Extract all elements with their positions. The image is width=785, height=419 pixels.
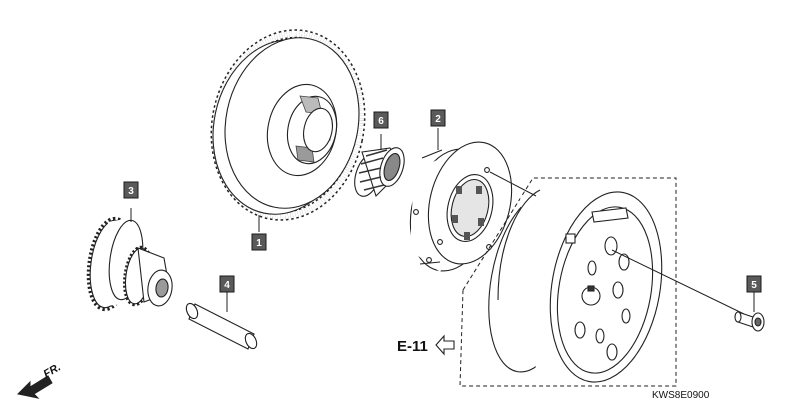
starter-reduction-gear bbox=[86, 208, 173, 312]
callout-5: 5 bbox=[746, 275, 762, 293]
starter-driven-gear bbox=[210, 29, 366, 232]
left-outline-arrow-icon bbox=[435, 334, 455, 356]
flywheel-bolt bbox=[734, 292, 765, 332]
callout-5-label: 5 bbox=[751, 280, 757, 291]
reference-callout: E-11 bbox=[397, 334, 455, 356]
drawing-code: KWS8E0900 bbox=[652, 390, 710, 401]
callout-3-label: 3 bbox=[128, 186, 134, 197]
reference-label: E-11 bbox=[397, 338, 428, 355]
callout-4: 4 bbox=[219, 275, 235, 293]
callout-4-label: 4 bbox=[224, 280, 230, 291]
callout-1: 1 bbox=[251, 233, 267, 251]
callout-2-label: 2 bbox=[435, 114, 441, 125]
callout-1-label: 1 bbox=[256, 238, 262, 249]
callout-6-label: 6 bbox=[378, 116, 384, 127]
flywheel-assembly bbox=[459, 171, 745, 387]
front-direction-arrow-icon bbox=[16, 375, 53, 399]
needle-bearing bbox=[354, 134, 405, 198]
callout-2: 2 bbox=[430, 109, 446, 127]
callout-3: 3 bbox=[123, 181, 139, 199]
callout-6: 6 bbox=[373, 111, 389, 129]
reduction-gear-shaft bbox=[185, 290, 258, 350]
